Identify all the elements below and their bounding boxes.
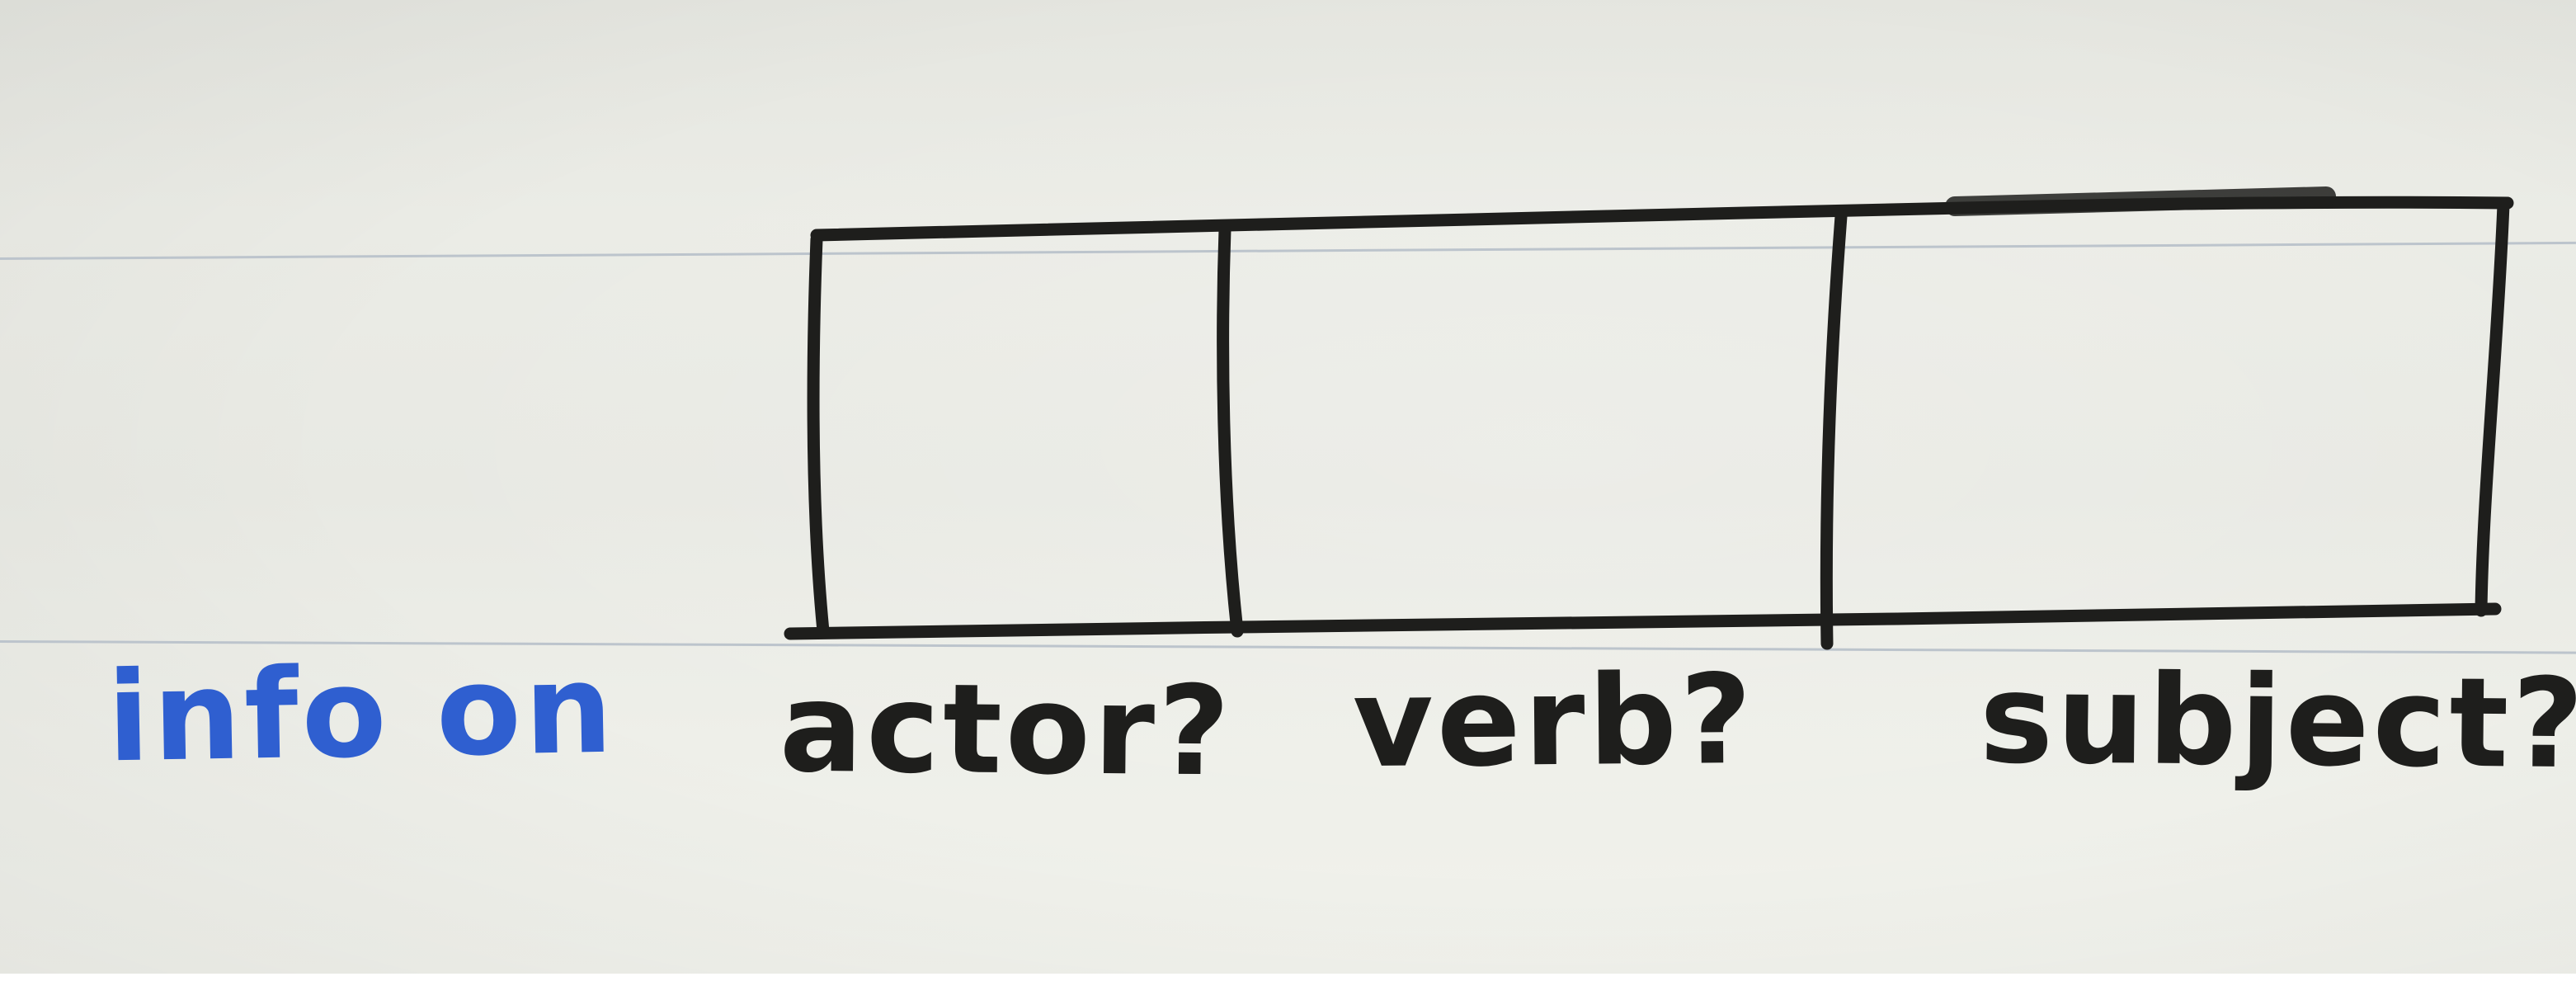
box-divider-2 [1820, 210, 1848, 650]
label-subject: subject? [1979, 647, 2576, 797]
label-actor: actor? [779, 656, 1234, 804]
box-row-bottom-edge [784, 602, 2502, 640]
box-divider-1 [1217, 223, 1244, 638]
label-info-on: info on [106, 637, 618, 790]
box-right-edge [2475, 198, 2510, 617]
box-left-edge [807, 233, 830, 638]
label-verb: verb? [1352, 648, 1756, 796]
box-row-top-edge-smudge [1945, 186, 2336, 216]
photo-border [0, 974, 2576, 986]
